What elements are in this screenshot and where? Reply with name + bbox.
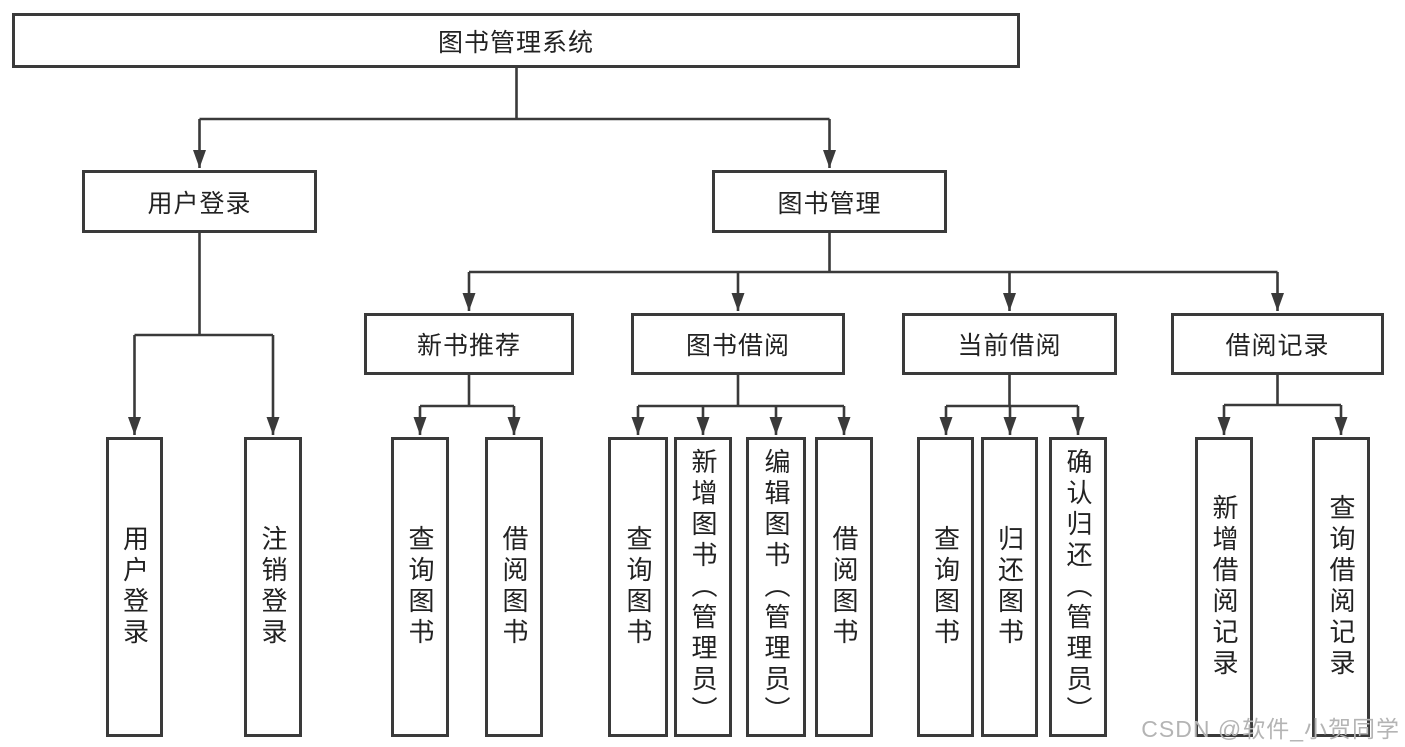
- connector-root: [199, 68, 830, 121]
- node-user-login: 用户登录: [82, 170, 317, 233]
- leaf-query-books-recommend: 查询图书: [391, 437, 449, 737]
- node-new-book-recommend: 新书推荐: [364, 313, 574, 375]
- leaf-query-books-borrowing: 查询图书: [608, 437, 668, 737]
- connector-new-book-recommend: [420, 375, 514, 408]
- leaf-return-books: 归还图书: [981, 437, 1038, 737]
- node-book-borrowing: 图书借阅: [631, 313, 845, 375]
- leaf-edit-book-admin: 编辑图书（管理员）: [746, 437, 806, 737]
- connector-borrowing-records: [1224, 375, 1341, 407]
- connector-current-borrowing: [946, 375, 1078, 408]
- csdn-watermark: CSDN @软件_小贺同学: [1141, 716, 1400, 742]
- leaf-add-book-admin: 新增图书（管理员）: [674, 437, 732, 737]
- node-current-borrowing: 当前借阅: [902, 313, 1117, 375]
- connector-user-login: [134, 233, 273, 337]
- leaf-logout-login: 注销登录: [244, 437, 302, 737]
- node-book-management: 图书管理: [712, 170, 947, 233]
- connector-book-borrowing: [638, 375, 844, 408]
- leaf-query-books-current: 查询图书: [917, 437, 974, 737]
- node-root-system: 图书管理系统: [12, 13, 1020, 68]
- leaf-add-borrow-record: 新增借阅记录: [1195, 437, 1253, 737]
- leaf-borrow-books-borrowing: 借阅图书: [815, 437, 873, 737]
- node-borrowing-records: 借阅记录: [1171, 313, 1384, 375]
- leaf-borrow-books-recommend: 借阅图书: [485, 437, 543, 737]
- leaf-confirm-return-admin: 确认归还（管理员）: [1049, 437, 1107, 737]
- leaf-query-borrow-record: 查询借阅记录: [1312, 437, 1370, 737]
- leaf-user-login: 用户登录: [106, 437, 163, 737]
- connector-book-management: [469, 233, 1278, 274]
